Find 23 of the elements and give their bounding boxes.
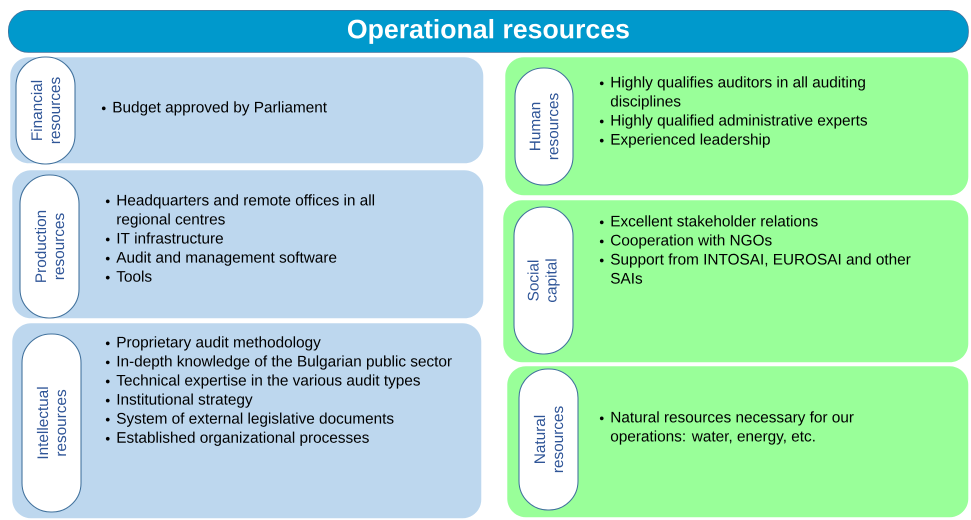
category-pill: Human resources xyxy=(514,67,574,186)
category-pill: Financial resources xyxy=(15,56,76,165)
node-label: Technical expertise in the various audit types xyxy=(116,374,420,389)
bullet-list: Natural resources necessary for our operations: water, energy, etc. xyxy=(600,411,854,445)
node-label: IT infrastructure xyxy=(118,232,223,244)
bullet-list: Proprietary audit methodology In-depth knowledge of the Bulgarian public sector Technical expertise in the various audit types Institutional strategy System of external legislative documents Established organizational processes xyxy=(106,336,452,446)
category-pill: Natural resources xyxy=(518,368,579,511)
category-pill: Production resources xyxy=(19,174,80,319)
node-label: Proprietary audit methodology xyxy=(118,336,321,351)
bullet-list: Headquarters and remote offices in all regional centres IT infrastructure Audit and management software Tools xyxy=(106,194,374,282)
node-label: Audit and management software xyxy=(116,251,336,266)
bullet-list: Excellent stakeholder relations Cooperation with NGOs Support from INTOSAI, EUROSAI and other SAIs xyxy=(600,215,911,284)
bullet-list: Budget approved by Parliament xyxy=(102,101,327,116)
node-label: System of external legislative documents xyxy=(116,412,394,427)
title-banner: Operational resources xyxy=(8,10,969,53)
category-pill: Intellectual resources xyxy=(21,333,82,513)
category-pill: Social capital xyxy=(513,206,574,355)
node-label: Headquarters and remote offices in all regional centres xyxy=(117,194,374,228)
node-label: In-depth knowledge of the Bulgarian public sector xyxy=(118,355,452,370)
node-label: Institutional strategy xyxy=(118,393,253,408)
bullet-list: Highly qualifies auditors in all auditing disciplines Highly qualified administrative experts Experienced leadership xyxy=(600,76,868,148)
node-label: Established organizational processes xyxy=(118,432,369,446)
node-label: Tools xyxy=(116,270,152,282)
